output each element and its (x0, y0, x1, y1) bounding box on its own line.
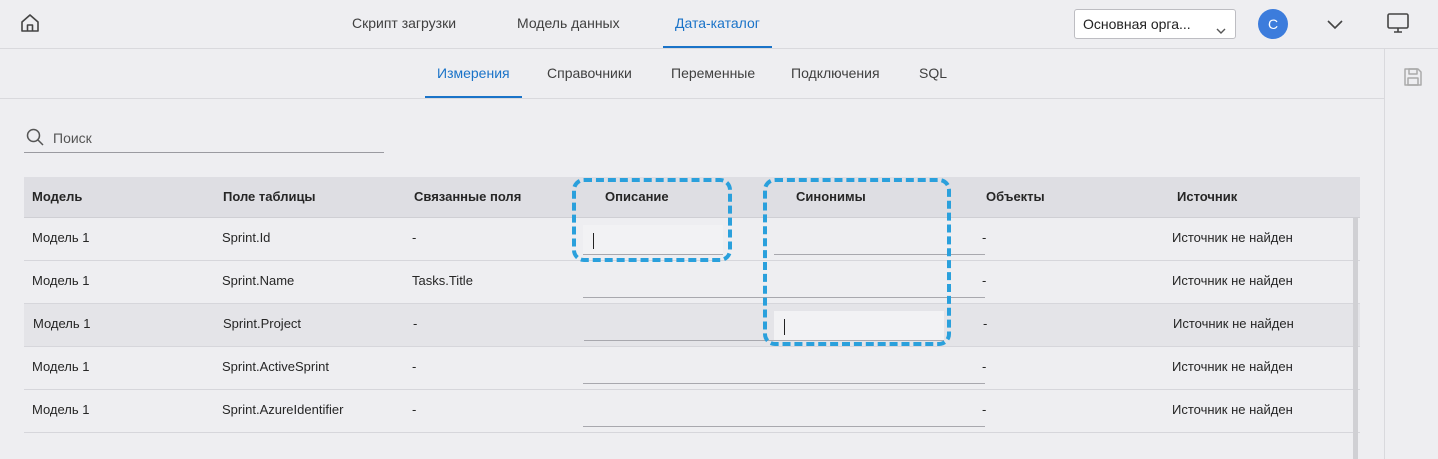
cell-linked: - (413, 316, 418, 331)
cell-linked: - (412, 230, 417, 245)
synonyms-input[interactable] (774, 268, 985, 298)
organization-select[interactable]: Основная орга... (1074, 9, 1236, 39)
synonyms-input[interactable] (774, 311, 944, 341)
subtab-variables[interactable]: Переменные (671, 65, 756, 81)
subtab-connections[interactable]: Подключения (791, 65, 880, 81)
cell-objects: - (982, 273, 987, 288)
column-header-description[interactable]: Описание (605, 189, 669, 204)
cell-field: Sprint.Name (222, 273, 295, 288)
cell-source: Источник не найден (1172, 273, 1293, 288)
synonyms-input[interactable] (774, 225, 985, 255)
cell-objects: - (983, 316, 988, 331)
column-header-objects[interactable]: Объекты (986, 189, 1045, 204)
top-bar: Скрипт загрузки Модель данных Дата-катал… (0, 0, 1438, 49)
description-input[interactable] (583, 225, 723, 255)
column-header-synonyms[interactable]: Синонимы (796, 189, 866, 204)
cell-field: Sprint.ActiveSprint (222, 359, 329, 374)
description-input[interactable] (584, 311, 774, 341)
cell-model: Модель 1 (32, 359, 90, 374)
table-row[interactable]: Модель 1 Sprint.Project - - Источник не … (24, 304, 1360, 347)
right-rail (1384, 49, 1438, 459)
chevron-down-icon[interactable] (1325, 14, 1345, 34)
organization-select-value: Основная орга... (1083, 16, 1191, 32)
tab-data-catalog[interactable]: Дата-каталог (663, 0, 772, 48)
search-icon (26, 128, 44, 146)
cell-field: Sprint.AzureIdentifier (222, 402, 344, 417)
sub-tab-bar: Измерения Справочники Переменные Подключ… (0, 49, 1384, 99)
cell-objects: - (982, 230, 987, 245)
subtab-sql[interactable]: SQL (919, 65, 948, 81)
chevron-down-icon (1215, 18, 1227, 34)
subtab-dictionaries[interactable]: Справочники (547, 65, 632, 81)
cell-linked: - (412, 402, 417, 417)
table-row[interactable]: Модель 1 Sprint.Id - - Источник не найде… (24, 218, 1360, 261)
cell-model: Модель 1 (33, 316, 91, 331)
cell-source: Источник не найден (1172, 359, 1293, 374)
column-header-model[interactable]: Модель (32, 189, 83, 204)
text-caret (784, 319, 785, 335)
cell-linked: - (412, 359, 417, 374)
cell-source: Источник не найден (1172, 230, 1293, 245)
avatar[interactable]: С (1258, 9, 1288, 39)
dimensions-table: Модель Поле таблицы Связанные поля Описа… (24, 177, 1360, 433)
column-header-linked[interactable]: Связанные поля (414, 189, 522, 204)
cell-objects: - (982, 359, 987, 374)
table-row[interactable]: Модель 1 Sprint.AzureIdentifier - - Исто… (24, 390, 1360, 433)
tab-data-model[interactable]: Модель данных (517, 15, 620, 31)
cell-linked: Tasks.Title (412, 273, 473, 288)
table-header: Модель Поле таблицы Связанные поля Описа… (24, 177, 1360, 218)
description-input[interactable] (583, 397, 985, 427)
table-row[interactable]: Модель 1 Sprint.ActiveSprint - - Источни… (24, 347, 1360, 390)
save-icon[interactable] (1402, 66, 1424, 88)
search-box (24, 124, 384, 153)
cell-model: Модель 1 (32, 273, 90, 288)
description-input[interactable] (583, 268, 794, 298)
monitor-icon[interactable] (1386, 12, 1410, 34)
cell-objects: - (982, 402, 987, 417)
description-input[interactable] (583, 354, 985, 384)
cell-source: Источник не найден (1172, 402, 1293, 417)
table-row[interactable]: Модель 1 Sprint.Name Tasks.Title - Источ… (24, 261, 1360, 304)
table-scrollbar[interactable] (1353, 218, 1358, 459)
cell-field: Sprint.Project (223, 316, 302, 331)
cell-source: Источник не найден (1173, 316, 1294, 331)
column-header-source[interactable]: Источник (1177, 189, 1238, 204)
search-input[interactable] (53, 127, 373, 149)
tab-load-script[interactable]: Скрипт загрузки (352, 15, 457, 31)
cell-field: Sprint.Id (222, 230, 271, 245)
cell-model: Модель 1 (32, 402, 90, 417)
cell-model: Модель 1 (32, 230, 90, 245)
subtab-dimensions[interactable]: Измерения (425, 49, 522, 98)
home-icon[interactable] (19, 12, 41, 34)
column-header-field[interactable]: Поле таблицы (223, 189, 316, 204)
text-caret (593, 233, 594, 249)
